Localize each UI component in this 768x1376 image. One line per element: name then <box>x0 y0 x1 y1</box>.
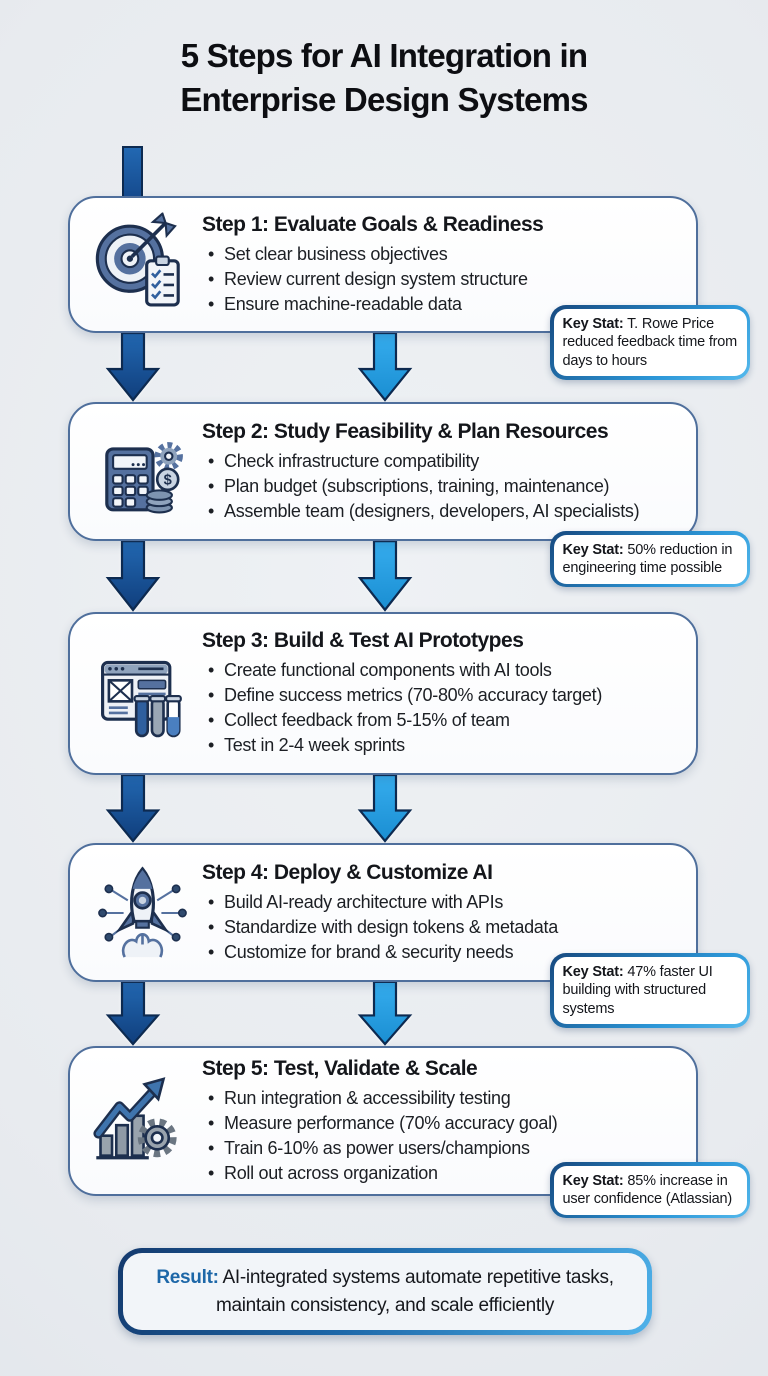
bullet-item: Roll out across organization <box>202 1161 557 1186</box>
down-arrow-light <box>357 981 413 1046</box>
key-stat-label: Key Stat: <box>562 541 624 558</box>
step-card-1: Step 1: Evaluate Goals & Readiness Set c… <box>68 196 698 333</box>
key-stat-2-text: Key Stat: 50% reduction in engineering t… <box>553 534 747 584</box>
dollar-glyph: $ <box>164 472 172 488</box>
page-title: 5 Steps for AI Integration in Enterprise… <box>0 34 768 122</box>
key-stat-4-text: Key Stat: 47% faster UI building with st… <box>553 956 747 1024</box>
result-text: Result: AI-integrated systems automate r… <box>123 1253 647 1330</box>
bullet-item: Plan budget (subscriptions, training, ma… <box>202 474 639 499</box>
bullet-item: Train 6-10% as power users/champions <box>202 1136 557 1161</box>
key-stat-label: Key Stat: <box>562 963 624 980</box>
bullet-item: Set clear business objectives <box>202 242 543 267</box>
page-title-line2: Enterprise Design Systems <box>180 80 588 118</box>
result-label: Result: <box>156 1267 219 1288</box>
flow-start-bar <box>122 146 143 200</box>
target-checklist-icon <box>95 212 180 306</box>
down-arrow-light <box>357 332 413 402</box>
down-arrow-dark <box>105 774 161 843</box>
bullet-item: Create functional components with AI too… <box>202 658 602 683</box>
step-3-bullets: Create functional components with AI too… <box>202 658 602 758</box>
bullet-item: Check infrastructure compatibility <box>202 449 639 474</box>
key-stat-label: Key Stat: <box>562 315 624 332</box>
step-1-title: Step 1: Evaluate Goals & Readiness <box>202 212 544 236</box>
rocket-deploy-icon <box>98 865 187 958</box>
step-2-body: Step 2: Study Feasibility & Plan Resourc… <box>202 410 653 534</box>
step-card-2: $ Step 2: Study Feasibility & Plan Resou… <box>68 402 698 541</box>
calculator-budget-icon: $ <box>105 441 183 513</box>
page-title-line1: 5 Steps for AI Integration in <box>180 37 588 74</box>
step-4-body: Step 4: Deploy & Customize AI Build AI-r… <box>202 851 572 975</box>
down-arrow-light <box>357 540 413 612</box>
down-arrow-light <box>357 774 413 843</box>
result-value: AI-integrated systems automate repetitiv… <box>215 1267 614 1316</box>
bullet-item: Define success metrics (70-80% accuracy … <box>202 683 602 708</box>
bullet-item: Customize for brand & security needs <box>202 940 558 965</box>
key-stat-5-text: Key Stat: 85% increase in user confidenc… <box>553 1165 747 1215</box>
bullet-item: Collect feedback from 5-15% of team <box>202 708 602 733</box>
bullet-item: Measure performance (70% accuracy goal) <box>202 1111 558 1136</box>
bullet-item: Run integration & accessibility testing <box>202 1086 557 1111</box>
step-5-bullets: Run integration & accessibility testing … <box>202 1086 558 1186</box>
key-stat-value: 50% reduction in engineering time possib… <box>562 541 733 577</box>
key-stat-5: Key Stat: 85% increase in user confidenc… <box>550 1162 750 1218</box>
key-stat-label: Key Stat: <box>562 1172 624 1189</box>
step-card-4: Step 4: Deploy & Customize AI Build AI-r… <box>68 843 698 982</box>
bullet-item: Build AI-ready architecture with APIs <box>202 890 558 915</box>
bullet-item: Ensure machine-readable data <box>202 292 543 317</box>
step-4-title: Step 4: Deploy & Customize AI <box>202 860 493 884</box>
key-stat-value: 47% faster UI building with structured s… <box>562 963 713 1017</box>
key-stat-value: T. Rowe Price reduced feedback time from… <box>562 315 738 369</box>
key-stat-4: Key Stat: 47% faster UI building with st… <box>550 953 750 1028</box>
step-1-bullets: Set clear business objectives Review cur… <box>202 242 543 317</box>
step-2-title: Step 2: Study Feasibility & Plan Resourc… <box>202 419 609 443</box>
key-stat-2: Key Stat: 50% reduction in engineering t… <box>550 531 750 587</box>
step-card-5: Step 5: Test, Validate & Scale Run integ… <box>68 1046 698 1196</box>
bullet-item: Standardize with design tokens & metadat… <box>202 915 558 940</box>
step-3-body: Step 3: Build & Test AI Prototypes Creat… <box>202 619 616 768</box>
down-arrow-dark <box>105 332 161 402</box>
key-stat-1: Key Stat: T. Rowe Price reduced feedback… <box>550 305 750 380</box>
down-arrow-dark <box>105 981 161 1046</box>
down-arrow-dark <box>105 540 161 612</box>
bullet-item: Test in 2-4 week sprints <box>202 733 602 758</box>
growth-chart-gear-icon <box>93 1077 177 1160</box>
step-2-bullets: Check infrastructure compatibility Plan … <box>202 449 640 524</box>
step-4-bullets: Build AI-ready architecture with APIs St… <box>202 890 558 965</box>
bullet-item: Review current design system structure <box>202 267 543 292</box>
bullet-item: Assemble team (designers, developers, AI… <box>202 499 640 524</box>
result-box: Result: AI-integrated systems automate r… <box>118 1248 652 1335</box>
key-stat-1-text: Key Stat: T. Rowe Price reduced feedback… <box>553 308 747 376</box>
key-stat-value: 85% increase in user confidence (Atlassi… <box>562 1172 733 1208</box>
step-3-title: Step 3: Build & Test AI Prototypes <box>202 629 524 652</box>
step-card-3: Step 3: Build & Test AI Prototypes Creat… <box>68 612 698 775</box>
step-5-title: Step 5: Test, Validate & Scale <box>202 1056 478 1080</box>
prototype-testing-icon <box>101 660 182 737</box>
step-5-body: Step 5: Test, Validate & Scale Run integ… <box>202 1047 571 1196</box>
step-1-body: Step 1: Evaluate Goals & Readiness Set c… <box>202 203 557 327</box>
